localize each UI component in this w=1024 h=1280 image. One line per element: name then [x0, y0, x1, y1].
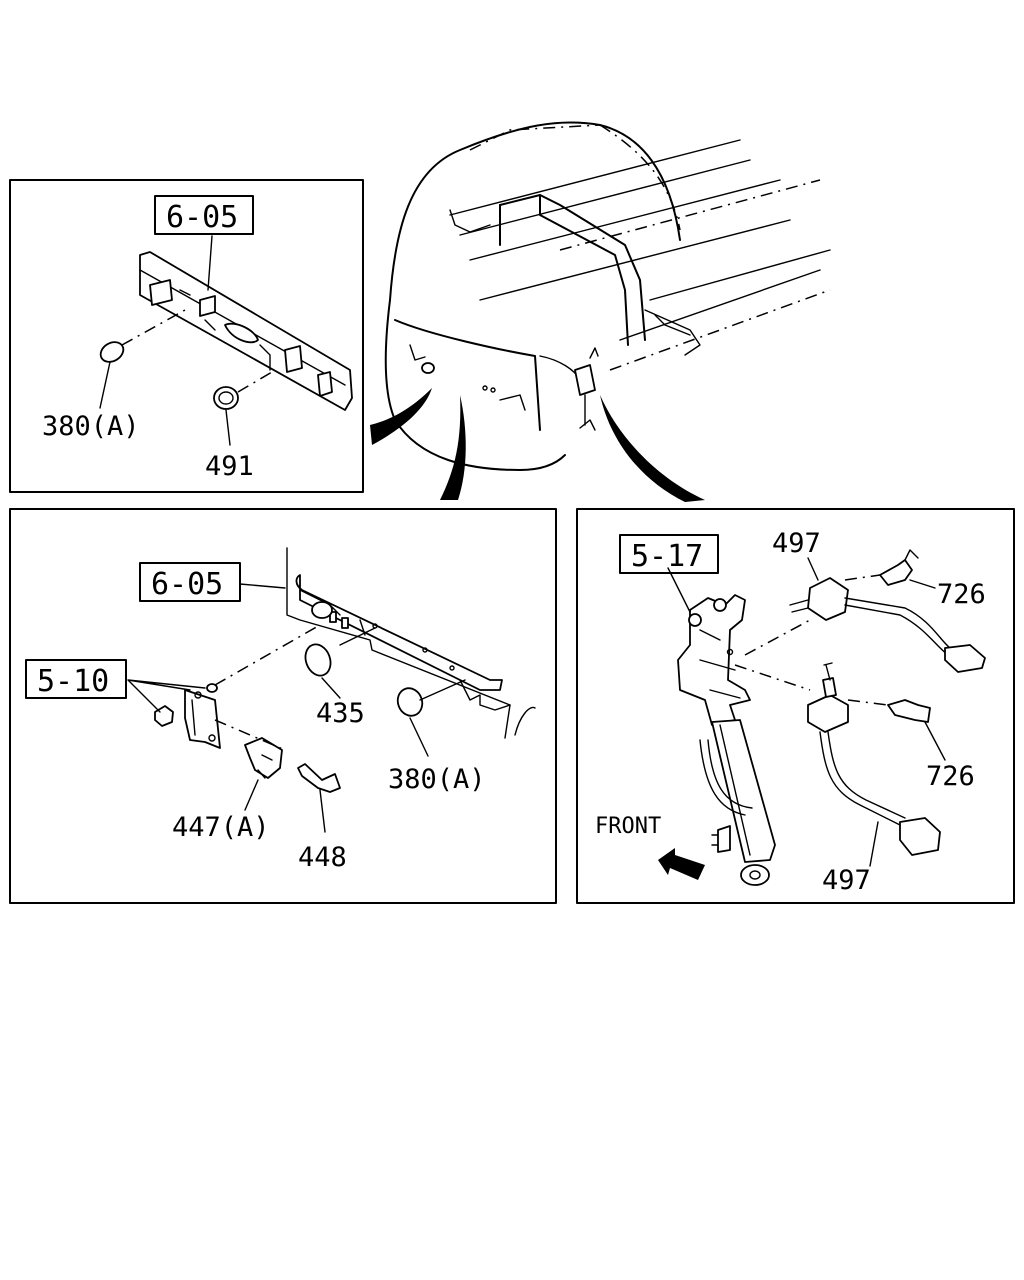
part-label-497-bottom: 497 — [822, 865, 871, 896]
part-label-726-top: 726 — [937, 579, 986, 610]
part-label-435: 435 — [316, 698, 365, 729]
part-label-448: 448 — [298, 842, 347, 873]
front-label: FRONT — [595, 814, 661, 839]
ref-box-5-17 — [619, 534, 719, 574]
part-label-491: 491 — [205, 451, 254, 482]
part-label-726-mid: 726 — [926, 761, 975, 792]
part-label-380a-top: 380(A) — [42, 411, 140, 442]
part-label-497-top: 497 — [772, 528, 821, 559]
ref-box-6-05-left — [139, 562, 241, 602]
detail-panel-bottom-left: 6-05 5-10 435 380(A) 447(A) 448 — [9, 508, 557, 904]
part-label-380a-left: 380(A) — [388, 764, 486, 795]
detail-panel-top-left: 6-05 380(A) 491 — [9, 179, 364, 493]
ref-label-5-10: 5-10 — [37, 664, 109, 699]
ref-label-6-05-left: 6-05 — [151, 567, 223, 602]
part-label-447a: 447(A) — [172, 812, 270, 843]
ref-label-5-17: 5-17 — [631, 539, 703, 574]
ref-box-6-05-top — [154, 195, 254, 235]
ref-box-5-10 — [25, 659, 127, 699]
cab-overview — [370, 121, 831, 502]
ref-label-6-05-top: 6-05 — [166, 200, 238, 235]
detail-panel-right: 5-17 497 726 726 FRONT 497 — [576, 508, 1015, 904]
